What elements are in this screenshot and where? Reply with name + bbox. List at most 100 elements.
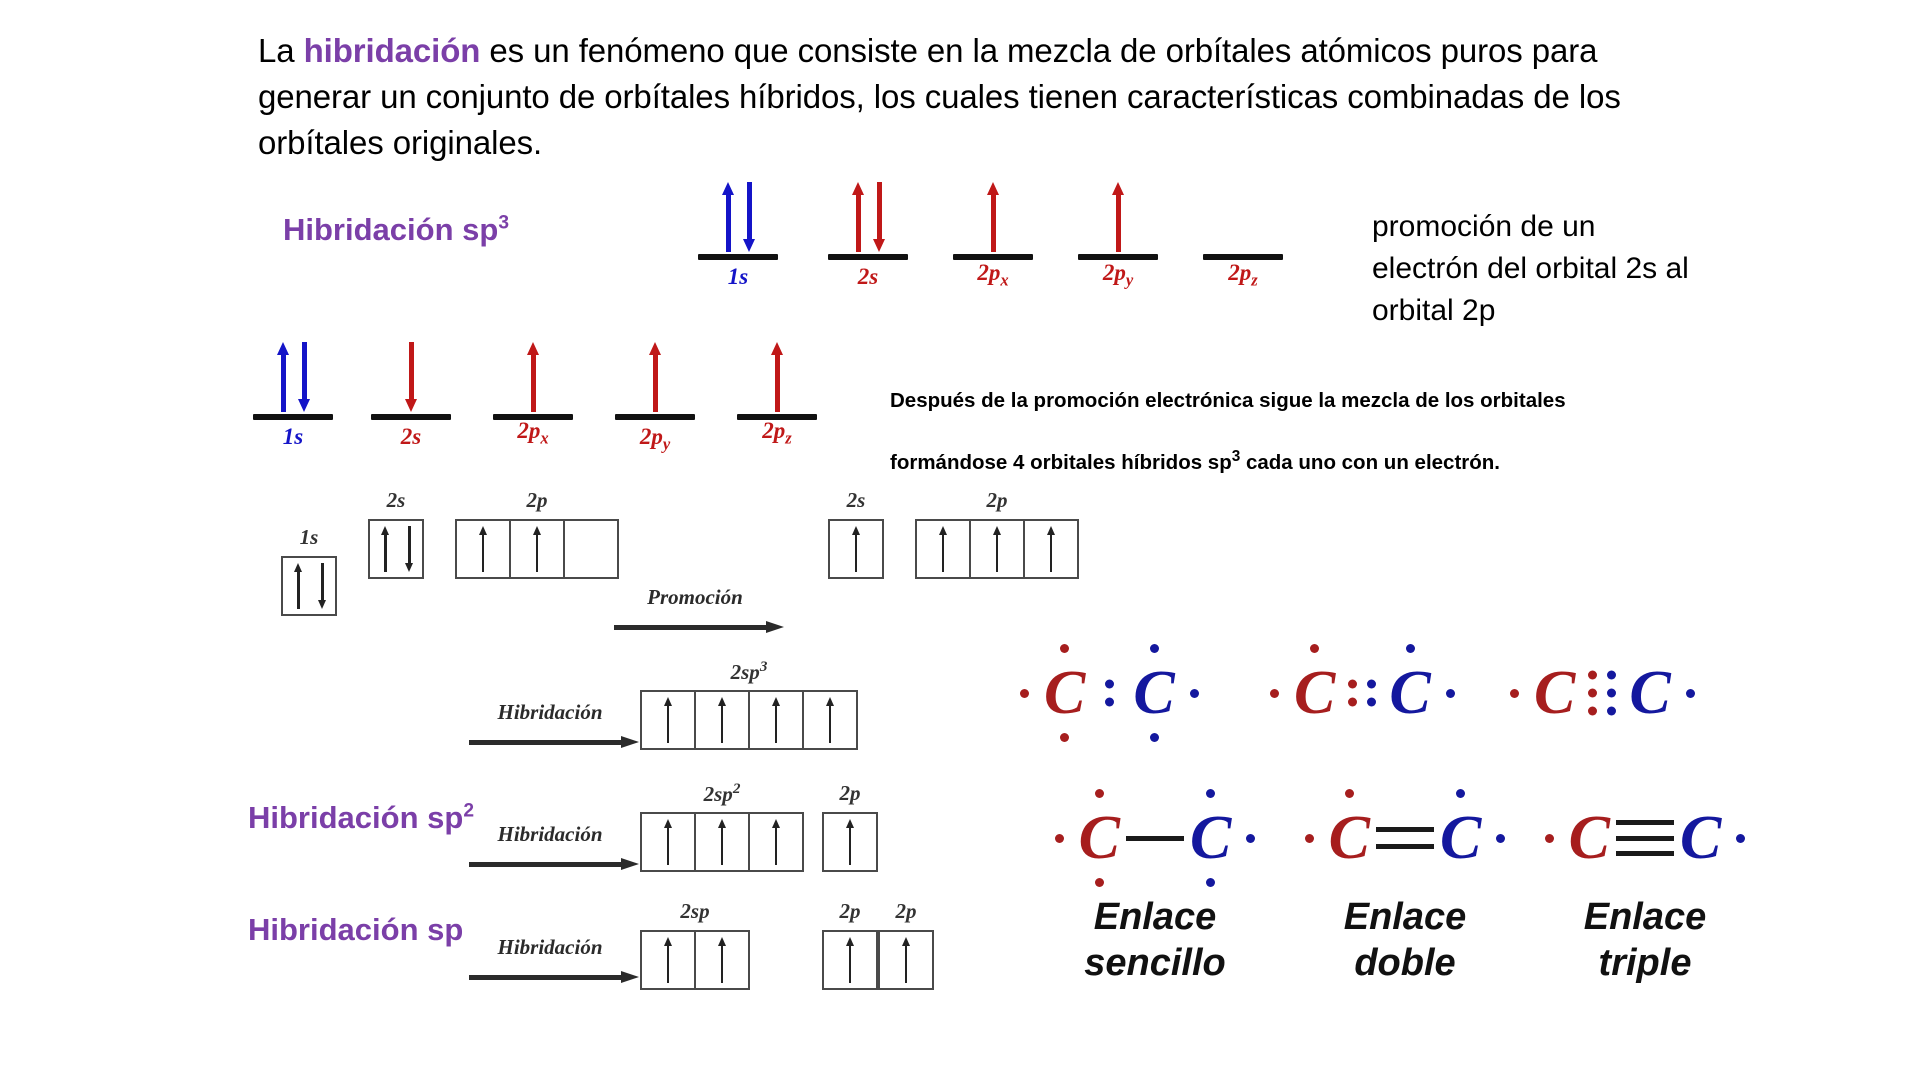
electron-arrow-up: [532, 526, 542, 572]
electron-dot: [1189, 688, 1199, 698]
arrow-right-icon: [455, 736, 645, 748]
carbon-atom-right: C: [1676, 807, 1746, 869]
box-cells: [640, 690, 858, 750]
box-group-2s-ground: 2s: [368, 488, 424, 579]
box-cells: [640, 930, 750, 990]
box-group-2s-promoted: 2s: [828, 488, 884, 579]
triple-bond-line: [1614, 807, 1676, 869]
electron-arrow-up: [717, 697, 727, 743]
orbital-box: [748, 690, 804, 750]
electron-arrow-up: [771, 697, 781, 743]
electron-dot: [1094, 789, 1104, 798]
box-group-2p-promoted: 2p: [915, 488, 1079, 579]
box-cells: [368, 519, 424, 579]
orbital-level-line: [371, 414, 451, 420]
orbital-box: [281, 556, 337, 616]
electron-arrow-up: [987, 182, 999, 252]
electron-dot: [1588, 670, 1598, 680]
orbital-box: [640, 812, 696, 872]
orbital-level-line: [493, 414, 573, 420]
orbital-label-2pz: 2pz: [762, 418, 792, 448]
orbital-box: [640, 930, 696, 990]
orbital-2pz-electrons: [1195, 180, 1291, 252]
process-label: Hibridación: [497, 822, 603, 846]
electron-dot: [1456, 789, 1466, 798]
heading-sp2-text: Hibridación sp: [248, 800, 464, 835]
carbon-atom-left: C: [1270, 644, 1339, 724]
arrow-right-icon: [455, 971, 645, 983]
energy-diagram-promoted-state: 1s 2s 2px 2: [245, 340, 885, 470]
electron-arrow-up: [276, 342, 289, 412]
box-group-2p-sp-a: 2p: [822, 899, 878, 990]
orbital-box: [822, 812, 878, 872]
orbital-box: [1023, 519, 1079, 579]
electron-arrow-up: [663, 697, 673, 743]
box-group-2p-ground: 2p: [455, 488, 619, 579]
single-bond-line: [1124, 807, 1186, 869]
electron-dot: [1206, 789, 1216, 798]
electron-dot: [1246, 833, 1256, 843]
bond-atoms: C C: [1530, 790, 1760, 886]
orbital-2s-electrons: [363, 340, 459, 412]
heading-hibridacion-sp: Hibridación sp: [248, 912, 463, 948]
electron-dot: [1060, 733, 1070, 742]
orbital-label-2s: 2s: [400, 424, 422, 449]
orbital-box: [969, 519, 1025, 579]
orbital-2py-electrons: [1070, 180, 1166, 252]
orbital-level-line: [953, 254, 1033, 260]
orbital-level-line: [828, 254, 908, 260]
carbon-atom-right: C: [1186, 789, 1256, 887]
carbon-atom-right: C: [1436, 789, 1506, 869]
electron-dot: [1588, 688, 1598, 698]
electron-dot: [1544, 833, 1554, 843]
dot-column: [1588, 670, 1598, 716]
electron-dot: [1094, 878, 1104, 887]
electron-arrow-up: [938, 526, 948, 572]
electron-arrow-up: [771, 342, 783, 412]
orbital-label-2s: 2s: [857, 264, 879, 289]
electron-arrow-up: [478, 526, 488, 572]
arrow-right-icon: [455, 858, 645, 870]
orbital-box: [802, 690, 858, 750]
bond-single-structure: C C Enlace sencillo: [1040, 789, 1270, 986]
process-hibridacion-sp2: Hibridación: [455, 822, 645, 870]
orbital-box: [694, 690, 750, 750]
carbon-atom-right: C: [1129, 644, 1199, 742]
orbital-box: [878, 930, 934, 990]
electron-dot: [1510, 688, 1519, 698]
electron-dot: [1020, 688, 1029, 698]
carbon-atom-left: C: [1510, 662, 1579, 724]
orbital-label-2py: 2py: [639, 424, 671, 454]
shared-electron-pair: [1089, 662, 1129, 724]
orbital-label-2px: 2px: [977, 260, 1009, 290]
box-cells: [281, 556, 337, 616]
bond-triple-structure: C C Enlace triple: [1530, 790, 1760, 986]
carbon-atom-right: C: [1625, 662, 1695, 724]
box-label-2p: 2p: [986, 488, 1008, 512]
orbital-2px-electrons: [945, 180, 1041, 252]
electron-dot: [1270, 688, 1279, 698]
electron-arrow-up: [717, 819, 727, 865]
promotion-note: promoción de un electrón del orbital 2s …: [1372, 210, 1689, 327]
electron-arrow-up: [649, 342, 661, 412]
electron-arrow-up: [663, 937, 673, 983]
intro-text-before: La: [258, 32, 304, 69]
process-hibridacion-sp3: Hibridación: [455, 700, 645, 748]
electron-dot: [1206, 878, 1216, 887]
heading-hibridacion-sp2: Hibridación sp2: [248, 800, 474, 836]
box-group-2p-sp2: 2p: [822, 781, 878, 872]
orbital-label-2pz: 2pz: [1228, 260, 1258, 290]
orbital-label-2px: 2px: [517, 418, 549, 448]
electron-arrow-up: [527, 342, 539, 412]
shared-electron-pair: [1339, 662, 1385, 724]
electron-arrow-up: [717, 937, 727, 983]
heading-hibridacion-sp3: Hibridación sp3: [283, 212, 509, 248]
mixing-note-line2: formándose 4 orbitales híbridos sp3 cada…: [890, 448, 1500, 474]
electron-dot: [1149, 644, 1159, 653]
electron-arrow-up: [1046, 526, 1056, 572]
arrow-right-icon: [600, 621, 790, 633]
box-cells: [915, 519, 1079, 579]
electron-dot: [1310, 644, 1320, 653]
electron-dot: [1348, 697, 1358, 707]
mixing-note-line1: Después de la promoción electrónica sigu…: [890, 389, 1566, 412]
